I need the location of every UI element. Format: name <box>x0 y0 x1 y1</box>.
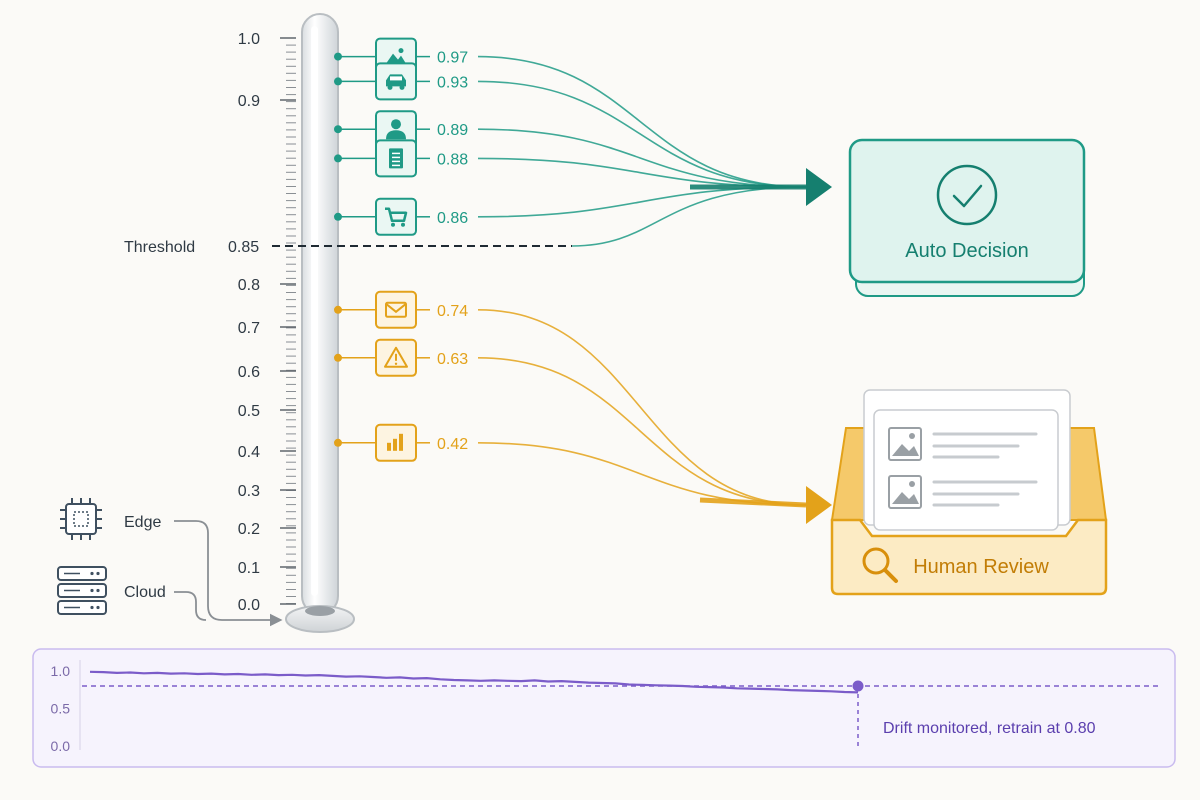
auto-arrowhead <box>806 168 832 206</box>
score-marker-dot <box>334 52 342 61</box>
score-marker-dot <box>334 212 342 221</box>
score-marker-dot <box>334 353 342 362</box>
threshold-line: Threshold 0.85 <box>124 239 572 256</box>
item-score-label: 0.93 <box>437 74 468 91</box>
scored-item: 0.86 <box>334 197 468 236</box>
scored-item: 0.89 <box>334 110 468 149</box>
item-score-label: 0.86 <box>437 210 468 227</box>
current-drift-point <box>852 680 864 692</box>
person-icon <box>386 119 406 140</box>
score-marker-dot <box>334 154 342 163</box>
score-marker-dot <box>334 305 342 314</box>
drift-series-line <box>89 670 859 694</box>
human-review-tray: Human Review <box>830 389 1108 596</box>
source-cloud: Cloud <box>57 566 166 615</box>
scored-item: 0.88 <box>334 139 468 178</box>
item-score-label: 0.89 <box>437 122 468 139</box>
item-score-label: 0.42 <box>437 436 468 453</box>
drift-monitor-panel: 1.0 0.5 0.0 Drift monitored, retrain at 0.… <box>32 648 1176 768</box>
drift-tick-label: 0.5 <box>51 701 71 717</box>
item-icon-box <box>375 197 417 236</box>
flow-curve <box>571 186 807 247</box>
human-review-label: Human Review <box>913 556 1049 578</box>
review-document-front <box>873 409 1059 531</box>
source-edge-label: Edge <box>124 514 161 531</box>
threshold-value: 0.85 <box>228 239 259 256</box>
review-arrowhead <box>806 486 832 524</box>
document-icon <box>389 148 403 169</box>
landscape-icon <box>386 48 406 64</box>
scale-tick-label: 0.4 <box>238 444 260 461</box>
high-confidence-items: 0.97 0.93 0.89 0.88 0.86 <box>334 37 468 236</box>
item-score-label: 0.74 <box>437 303 468 320</box>
item-score-label: 0.88 <box>437 151 468 168</box>
scale-tick-label: 0.8 <box>238 277 260 294</box>
source-connectors <box>174 520 283 627</box>
threshold-label: Threshold <box>124 239 195 256</box>
drift-tick-label: 0.0 <box>51 738 71 754</box>
score-marker-dot <box>334 438 342 447</box>
scale-tick-label: 0.7 <box>238 320 260 337</box>
flow-curve <box>477 442 807 506</box>
drift-tick-label: 1.0 <box>51 663 71 679</box>
chip-icon <box>60 498 102 540</box>
flow-bundle <box>699 497 807 508</box>
scored-item: 0.42 <box>334 423 468 462</box>
item-icon-box <box>375 290 417 329</box>
bar-chart-icon <box>387 433 403 451</box>
flow-curve <box>477 128 807 188</box>
scale-tick-label: 0.2 <box>238 521 260 538</box>
score-marker-dot <box>334 125 342 134</box>
scale-tick-label: 0.5 <box>238 403 260 420</box>
image-thumbnail-icon <box>888 427 922 461</box>
flow-curve <box>477 186 807 218</box>
scale-tick-label: 0.0 <box>238 597 260 614</box>
scale-tick-label: 1.0 <box>238 31 260 48</box>
scale-tick-label: 0.6 <box>238 364 260 381</box>
magnifier-icon <box>862 547 898 583</box>
auto-decision-label: Auto Decision <box>905 240 1028 262</box>
flow-curve <box>477 55 807 188</box>
flow-curve <box>477 80 807 188</box>
image-thumbnail-icon <box>888 475 922 509</box>
flow-curve <box>477 309 807 506</box>
confidence-scale <box>280 37 296 605</box>
check-circle-icon <box>936 164 998 226</box>
mail-icon <box>385 301 407 318</box>
flow-curve <box>477 357 807 506</box>
item-score-label: 0.63 <box>437 351 468 368</box>
confidence-scale-labels: 1.0 0.9 0.8 0.7 0.6 0.5 0.4 0.3 0.2 0.1 0.0 <box>238 31 260 614</box>
server-icon <box>57 566 107 615</box>
review-flow-curves <box>477 309 807 508</box>
score-marker-dot <box>334 77 342 86</box>
confidence-tube <box>285 13 355 633</box>
scored-item: 0.93 <box>334 62 468 101</box>
drift-annotation: Drift monitored, retrain at 0.80 <box>883 720 1096 737</box>
auto-decision-card: Auto Decision <box>848 138 1086 297</box>
warning-icon <box>384 346 408 368</box>
source-cloud-label: Cloud <box>124 584 166 601</box>
cart-icon <box>385 207 408 227</box>
low-confidence-items: 0.74 0.63 0.42 <box>334 290 468 462</box>
scored-item: 0.63 <box>334 338 468 377</box>
scale-tick-label: 0.9 <box>238 93 260 110</box>
source-edge: Edge <box>60 498 161 540</box>
car-icon <box>386 74 406 90</box>
scale-tick-label: 0.3 <box>238 483 260 500</box>
item-score-label: 0.97 <box>437 50 468 67</box>
scale-tick-label: 0.1 <box>238 560 260 577</box>
auto-flow-curves <box>477 55 807 247</box>
drift-y-axis: 1.0 0.5 0.0 <box>51 663 71 754</box>
scored-item: 0.74 <box>334 290 468 329</box>
